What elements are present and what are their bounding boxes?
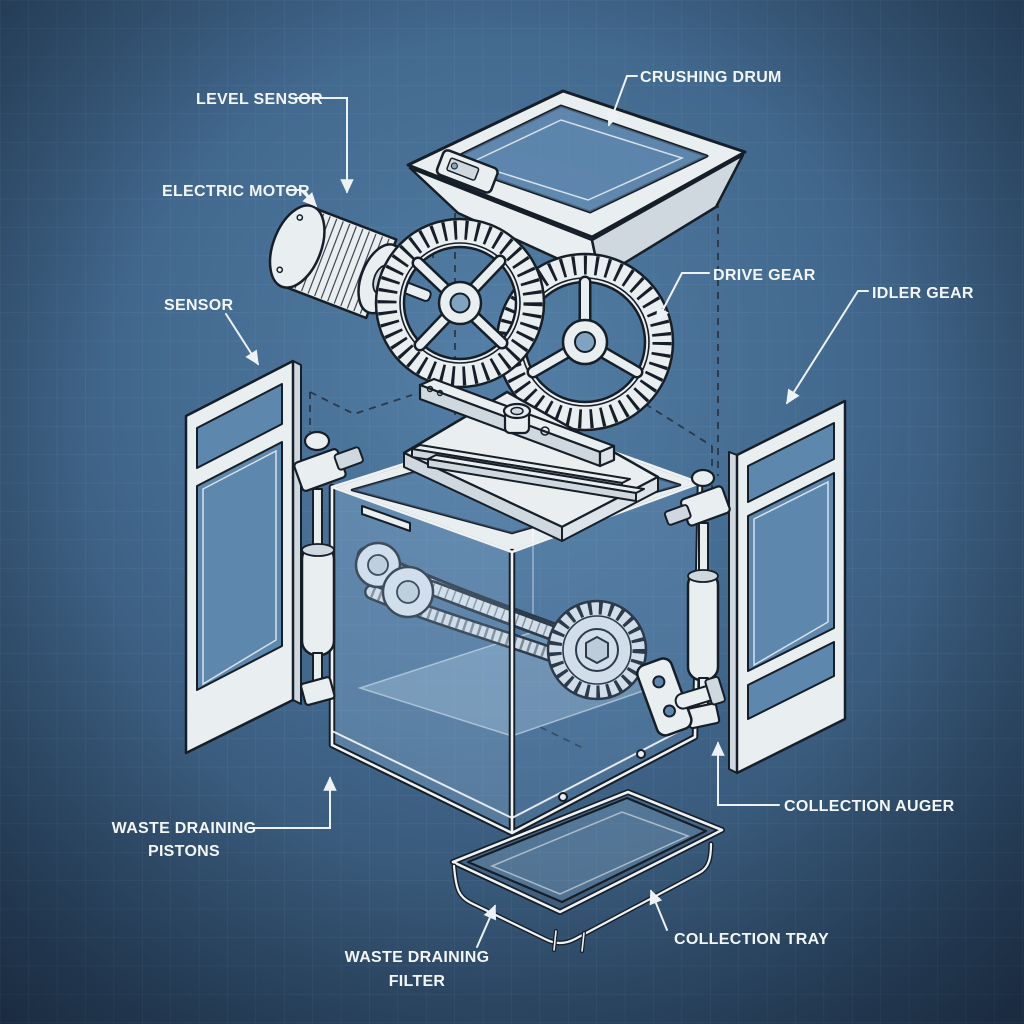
right-door-panel (728, 399, 847, 775)
label-sensor: SENSOR (164, 297, 234, 314)
motor-gear-teeth (377, 220, 543, 386)
leader-drive-gear (656, 272, 710, 323)
left-panel-main-window (196, 441, 283, 691)
leader-level-sensor (295, 97, 354, 194)
press-plate-rails (411, 444, 645, 502)
drive-gear-teeth (498, 255, 672, 429)
labels: LEVEL SENSOR ELECTRIC MOTOR CRUSHING DRU… (112, 69, 974, 990)
left-waste-draining-piston (293, 430, 364, 706)
tray-floor (490, 811, 690, 895)
motor-gear-part (374, 217, 546, 389)
hopper-level-sensor-plate (435, 149, 499, 194)
label-drive-gear: DRIVE GEAR (713, 267, 816, 284)
label-waste-draining-filter-line1: WASTE DRAINING (345, 949, 490, 966)
tray-rim-inner (466, 796, 708, 904)
leader-crushing-drum (607, 75, 638, 127)
right-panel-bottom-window (747, 641, 835, 720)
box-door-slot (361, 505, 411, 532)
label-waste-draining-pistons-line1: WASTE DRAINING (112, 820, 257, 837)
motor-gear-spokes (411, 254, 509, 352)
collection-tray-part (450, 789, 725, 953)
press-plate-hub-knob (502, 402, 532, 435)
leader-electric-motor (287, 189, 318, 208)
label-collection-tray: COLLECTION TRAY (674, 931, 829, 948)
right-waste-draining-piston (663, 468, 731, 730)
crushing-drum-hopper (406, 89, 747, 280)
leader-collection-auger (711, 741, 780, 806)
box-bolt-2 (636, 749, 646, 759)
top-press-plate (402, 377, 660, 542)
leader-idler-gear (786, 290, 869, 405)
label-idler-gear: IDLER GEAR (872, 285, 974, 302)
hopper-opening-inner-line (467, 119, 685, 201)
leader-sensor (225, 313, 259, 366)
left-piston-cylinder (300, 543, 336, 657)
left-panel-top-window (196, 383, 283, 469)
collection-auger-bracket (636, 657, 726, 737)
hopper-opening (446, 106, 707, 212)
label-electric-motor: ELECTRIC MOTOR (162, 183, 310, 200)
crusher-auger-mechanism (354, 541, 648, 701)
label-collection-auger: COLLECTION AUGER (784, 798, 955, 815)
label-waste-draining-filter-line2: FILTER (389, 973, 446, 990)
leader-lines (225, 75, 869, 948)
right-piston-cylinder (686, 570, 720, 682)
leader-collection-tray (649, 889, 668, 931)
right-panel-main-window (747, 472, 835, 672)
label-level-sensor: LEVEL SENSOR (196, 91, 323, 108)
leader-waste-draining-filter (476, 904, 497, 948)
box-bolt-1 (558, 792, 568, 802)
right-panel-top-window (747, 422, 835, 503)
leader-waste-draining-pistons (248, 776, 337, 829)
left-sensor-panel (184, 359, 302, 755)
main-sprocket-gear (546, 599, 648, 701)
label-waste-draining-pistons-line2: PISTONS (148, 843, 220, 860)
label-crushing-drum: CRUSHING DRUM (640, 69, 782, 86)
